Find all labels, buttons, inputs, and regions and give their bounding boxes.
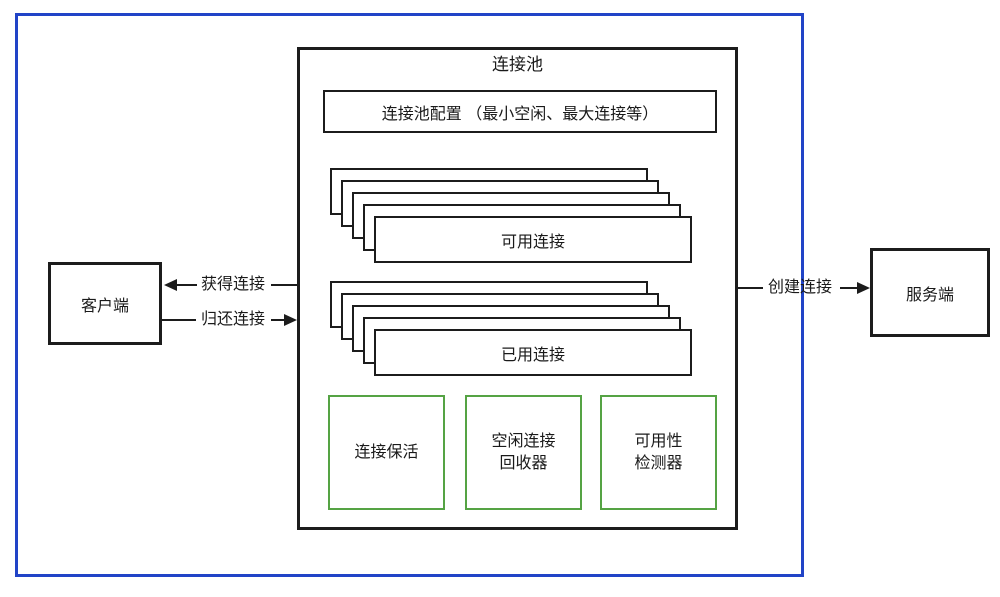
used-connections-card: 已用连接 <box>374 329 692 376</box>
available-connections-card: 可用连接 <box>374 216 692 263</box>
outer-blue-frame <box>15 13 804 577</box>
available-connections-stack: 可用连接 <box>330 168 695 263</box>
acquire-arrow-line <box>271 284 297 286</box>
create-arrowhead-icon <box>857 282 870 294</box>
used-connections-label: 已用连接 <box>500 346 565 364</box>
availability-detector-box: 可用性 检测器 <box>600 395 717 510</box>
pool-config-label: 连接池配置 （最小空闲、最大连接等） <box>381 105 659 123</box>
create-arrow-label: 创建连接 <box>767 279 832 296</box>
used-connections-stack: 已用连接 <box>330 281 695 376</box>
return-arrow-line <box>271 319 285 321</box>
available-connections-label: 可用连接 <box>500 233 565 251</box>
client-label: 客户端 <box>80 297 129 315</box>
return-arrow-line <box>160 319 196 321</box>
acquire-arrow-label: 获得连接 <box>200 276 265 293</box>
pool-title: 连接池 <box>492 55 543 74</box>
client-box: 客户端 <box>48 262 162 345</box>
idle-recycler-box: 空闲连接 回收器 <box>465 395 582 510</box>
create-arrow-line <box>737 287 763 289</box>
server-box: 服务端 <box>870 248 990 337</box>
server-label: 服务端 <box>905 286 954 304</box>
return-arrow-label: 归还连接 <box>200 311 265 328</box>
pool-config-box: 连接池配置 （最小空闲、最大连接等） <box>323 90 717 133</box>
create-arrow-line <box>840 287 857 289</box>
return-arrowhead-icon <box>284 314 297 326</box>
acquire-arrowhead-icon <box>164 279 177 291</box>
acquire-arrow-line <box>177 284 197 286</box>
keepalive-box: 连接保活 <box>328 395 445 510</box>
